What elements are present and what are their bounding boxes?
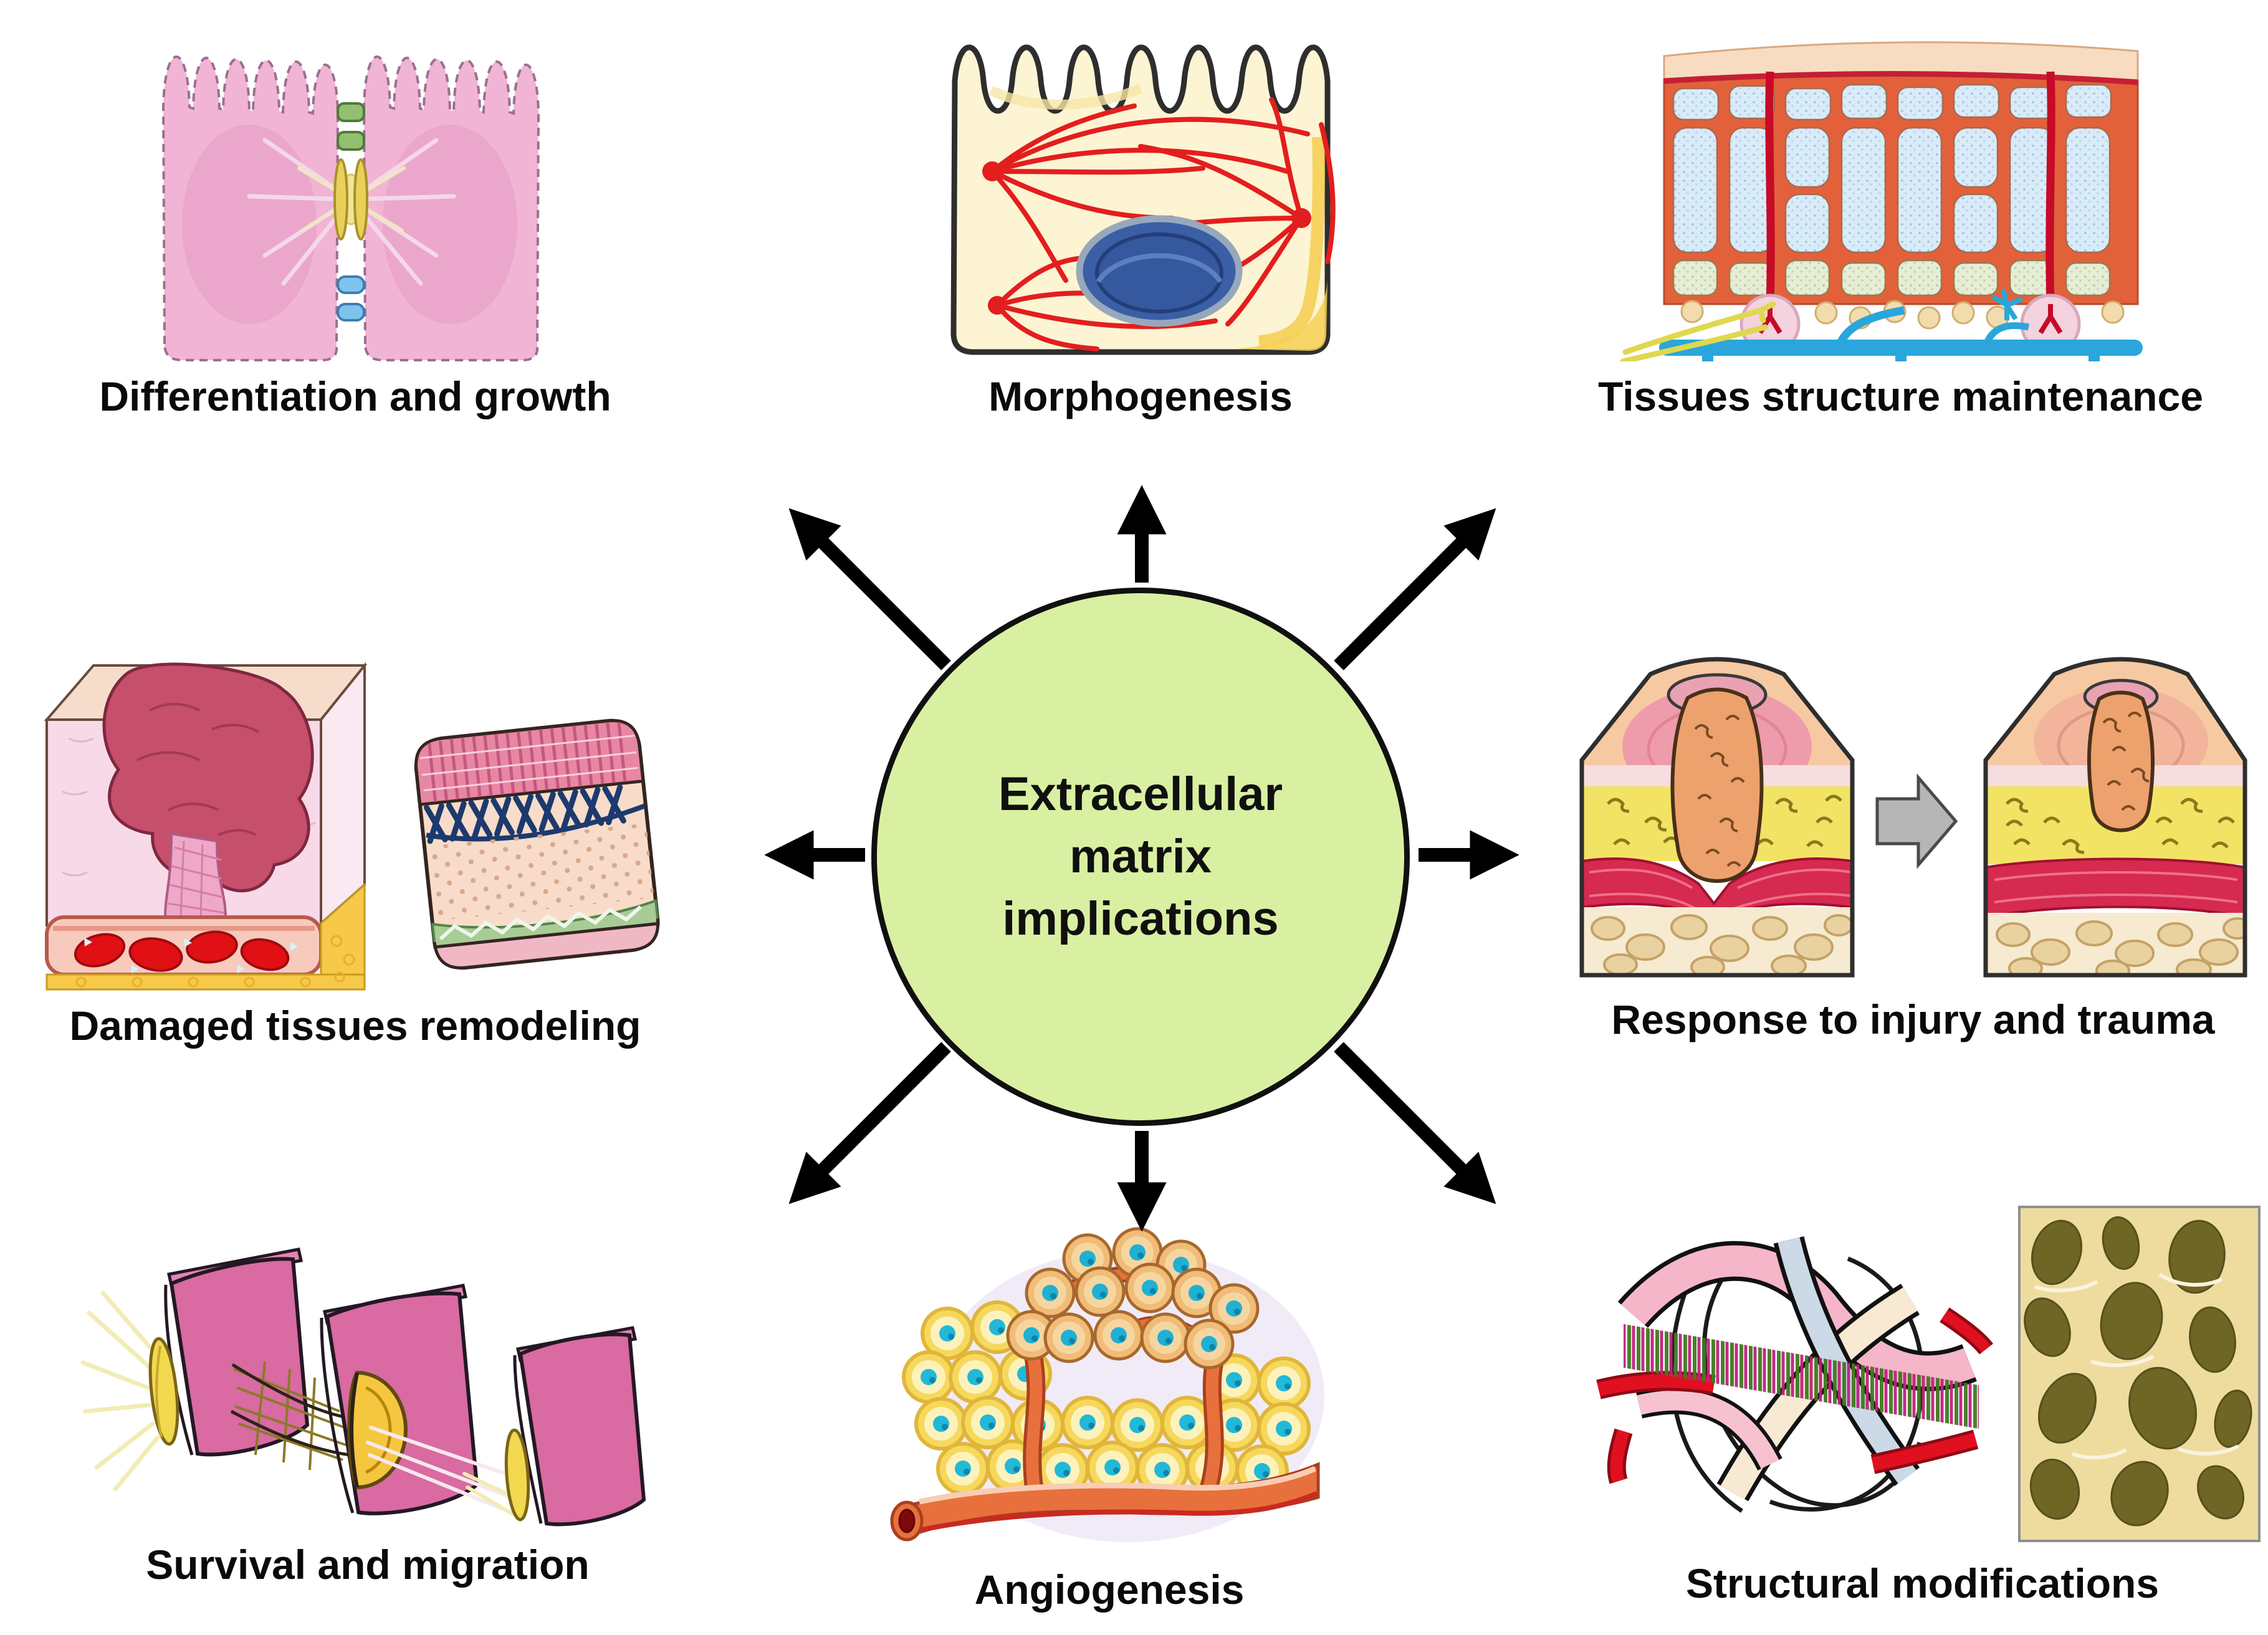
node-label: Tissues structure maintenance xyxy=(1598,373,2203,419)
arrow-down-left-icon xyxy=(788,1042,951,1204)
node-label: Response to injury and trauma xyxy=(1611,996,2215,1042)
node-differentiation-and-growth: Differentiation and growth xyxy=(25,12,686,420)
arrow-up-right-icon xyxy=(1334,508,1496,670)
fiber-bundle-and-trabecular-bone-illustration xyxy=(1596,1206,2261,1542)
node-label: Structural modifications xyxy=(1685,1560,2160,1606)
node-label: Differentiation and growth xyxy=(99,373,611,419)
cell-cytoskeleton-illustration xyxy=(950,44,1336,355)
arrow-down-right-icon xyxy=(1334,1042,1496,1204)
wound-clot-and-sutured-tissue-illustration xyxy=(44,662,660,991)
central-circle: Extracellular matrix implications xyxy=(871,588,1410,1126)
node-angiogenesis: Angiogenesis xyxy=(829,1199,1390,1613)
epithelial-cell-junctions-illustration xyxy=(161,55,540,361)
wound-healing-stages-illustration xyxy=(1579,657,2247,978)
node-tissues-structure-maintenance: Tissues structure maintenance xyxy=(1533,12,2268,420)
tissue-cross-section-illustration xyxy=(1620,41,2143,361)
node-label: Angiogenesis xyxy=(974,1566,1245,1613)
arrow-up-left-icon xyxy=(788,508,951,670)
node-label: Survival and migration xyxy=(146,1542,590,1588)
central-circle-title: Extracellular matrix implications xyxy=(998,767,1283,946)
node-damaged-tissues-remodeling: Damaged tissues remodeling xyxy=(0,636,711,1049)
node-label: Damaged tissues remodeling xyxy=(69,1003,641,1049)
node-morphogenesis: Morphogenesis xyxy=(860,12,1421,420)
node-structural-modifications: Structural modifications xyxy=(1577,1199,2268,1607)
node-response-to-injury-and-trauma: Response to injury and trauma xyxy=(1558,636,2268,1043)
transition-arrow-icon xyxy=(1875,773,1958,869)
budding-cells xyxy=(1008,1229,1258,1368)
node-survival-and-migration: Survival and migration xyxy=(31,1206,704,1588)
sprouting-vessel-cell-cluster-illustration xyxy=(890,1199,1324,1542)
node-label: Morphogenesis xyxy=(988,373,1293,419)
migrating-membrane-sheets-illustration xyxy=(80,1247,646,1527)
